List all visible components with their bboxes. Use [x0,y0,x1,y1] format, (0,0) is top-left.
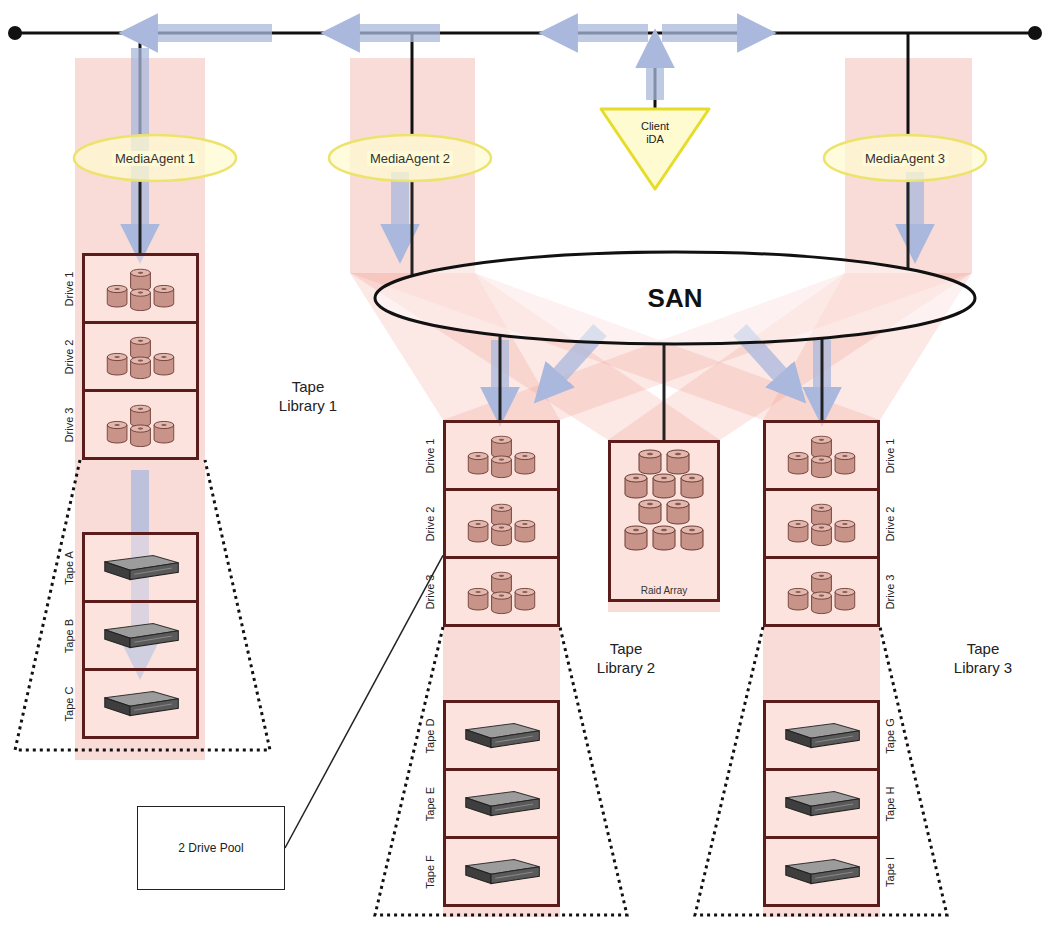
tape-cartridge-label: Tape G [884,718,896,753]
san-fabric: SAN [373,250,977,346]
tape-icon [446,839,557,904]
network-bus [15,32,1035,35]
client-agent-text-holder: Client iDA [598,106,712,159]
tape-cartridge: Tape E [443,768,560,839]
tape-drive: Drive 1 [82,253,199,324]
connector-line [907,182,910,268]
spools-icon [85,392,196,457]
tape-cartridge: Tape H [763,768,880,839]
tape-icon [766,703,877,768]
tape-icon [446,771,557,836]
client-agent: Client iDA [598,106,712,192]
tape-cartridge: Tape C [82,668,199,739]
media-agent: MediaAgent 2 [327,133,493,183]
bus-drop [140,33,908,134]
tape-icon [446,703,557,768]
tape-cartridge-label: Tape H [884,786,896,821]
spools-icon [85,256,196,321]
tape-drive-label: Drive 3 [424,574,436,609]
media-agent-label: MediaAgent 3 [862,151,948,166]
spools-icon [446,491,557,556]
media-agent-label: MediaAgent 1 [112,151,198,166]
tape-icon [85,603,196,668]
tape-cartridge-label: Tape E [424,786,436,820]
client-agent-shape [598,106,712,192]
bus-end [8,26,22,40]
raid-icon [611,443,717,599]
connector-line [499,336,502,420]
tape-drive-label: Drive 1 [884,438,896,473]
client-agent-label: Client iDA [632,120,678,145]
tape-cartridge-label: Tape A [63,551,75,585]
tape-library-label: Tape Library 3 [945,640,1021,678]
spools-icon [766,491,877,556]
san-fabric-text-holder: SAN [373,250,977,346]
spools-icon [446,559,557,624]
spools-icon [446,423,557,488]
tape-cartridge-label: Tape C [63,686,75,721]
tape-drive-label: Drive 2 [63,339,75,374]
media-agent-text-holder: MediaAgent 3 [822,133,988,183]
callout-box-label: 2 Drive Pool [178,841,243,855]
spools-icon [85,324,196,389]
tape-drive: Drive 3 [82,389,199,460]
media-agent-text-holder: MediaAgent 2 [327,133,493,183]
callout-box: 2 Drive Pool [137,806,285,890]
tape-cartridge: Tape D [443,700,560,771]
tape-cartridge-label: Tape D [424,718,436,753]
tape-cartridge: Tape A [82,532,199,603]
raid-array: Raid Array [608,440,720,602]
tape-cartridge-label: Tape I [884,857,896,887]
tape-cartridge: Tape G [763,700,880,771]
tape-drive: Drive 2 [763,488,880,559]
tape-library-label: Tape Library 2 [588,640,664,678]
spools-icon [766,423,877,488]
connector-line [821,339,824,420]
connector-line [139,182,142,253]
tape-icon [766,771,877,836]
tape-cartridge-label: Tape F [424,855,436,889]
tape-drive: Drive 1 [443,420,560,491]
spools-icon [766,559,877,624]
tape-drive-label: Drive 1 [424,438,436,473]
tape-cartridge-label: Tape B [63,618,75,652]
media-agent: MediaAgent 3 [822,133,988,183]
connector-line [663,345,666,440]
tape-icon [85,535,196,600]
tape-cartridge: Tape I [763,836,880,907]
media-agent: MediaAgent 1 [72,133,238,183]
tape-cartridge: Tape B [82,600,199,671]
tape-drive-label: Drive 2 [884,506,896,541]
media-agent-label: MediaAgent 2 [367,151,453,166]
tape-drive-label: Drive 3 [884,574,896,609]
callout-box-text-holder: 2 Drive Pool [138,807,284,889]
data-path-band [75,58,972,917]
tape-drive: Drive 3 [763,556,880,627]
tape-drive: Drive 2 [82,321,199,392]
san-fabric-label: SAN [648,283,703,314]
media-agent-text-holder: MediaAgent 1 [72,133,238,183]
connector-line [285,555,443,848]
bus-end [1028,26,1042,40]
tape-drive: Drive 3 [443,556,560,627]
tape-drive: Drive 1 [763,420,880,491]
tape-drive-label: Drive 1 [63,271,75,306]
raid-array-label: Raid Array [611,585,717,596]
tape-library: Tape Library 1Drive 1Drive 2Drive 3Tape … [15,253,350,753]
tape-library: Tape Library 3Drive 1Drive 2Drive 3Tape … [695,420,1025,917]
tape-drive-label: Drive 2 [424,506,436,541]
tape-drive-label: Drive 3 [63,407,75,442]
library-outline [15,460,947,915]
tape-cartridge: Tape F [443,836,560,907]
tape-drive: Drive 2 [443,488,560,559]
connector-line [411,182,414,275]
tape-icon [766,839,877,904]
tape-icon [85,671,196,736]
tape-library-label: Tape Library 1 [270,378,346,416]
